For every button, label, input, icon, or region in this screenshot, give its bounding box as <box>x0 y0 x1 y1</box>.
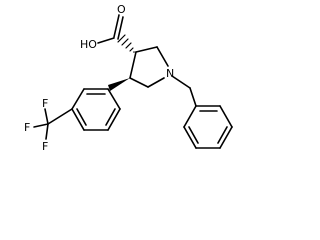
atom-label-n: N <box>166 67 174 80</box>
molecule-drawing: HO O N F F F <box>24 3 233 153</box>
bond-c-o-double-a <box>113 14 120 38</box>
bond-ch2-ph <box>189 87 197 107</box>
atom-label-f-left: F <box>24 121 30 134</box>
bond-c4-c3 <box>129 51 137 79</box>
bond-n-c5 <box>147 77 165 88</box>
bond-n-ch2 <box>171 75 191 89</box>
bond-c-oh <box>97 37 115 44</box>
bond-c2-n <box>156 46 169 67</box>
atom-label-f-bottom: F <box>42 140 48 153</box>
solid-wedge-bond-aryl <box>108 78 130 91</box>
bond-c3-c2 <box>135 46 158 53</box>
hashed-wedge-bond-carboxyl <box>117 34 135 53</box>
bond-c-o-double-b <box>117 16 124 40</box>
benzyl-phenyl-ring <box>183 105 233 149</box>
bond-c-f-bottom <box>45 123 49 140</box>
atom-label-ho: HO <box>80 38 97 51</box>
bond-aryl-cf3 <box>47 108 73 125</box>
bond-c-f-left <box>33 123 49 128</box>
structure-canvas: HO O N F F F <box>24 3 233 153</box>
atom-label-f-top: F <box>42 97 48 110</box>
atom-label-o: O <box>117 3 126 16</box>
trifluoromethylphenyl-ring <box>71 88 121 131</box>
bond-c5-c4 <box>129 77 149 88</box>
bond-c-f-top <box>44 108 49 125</box>
